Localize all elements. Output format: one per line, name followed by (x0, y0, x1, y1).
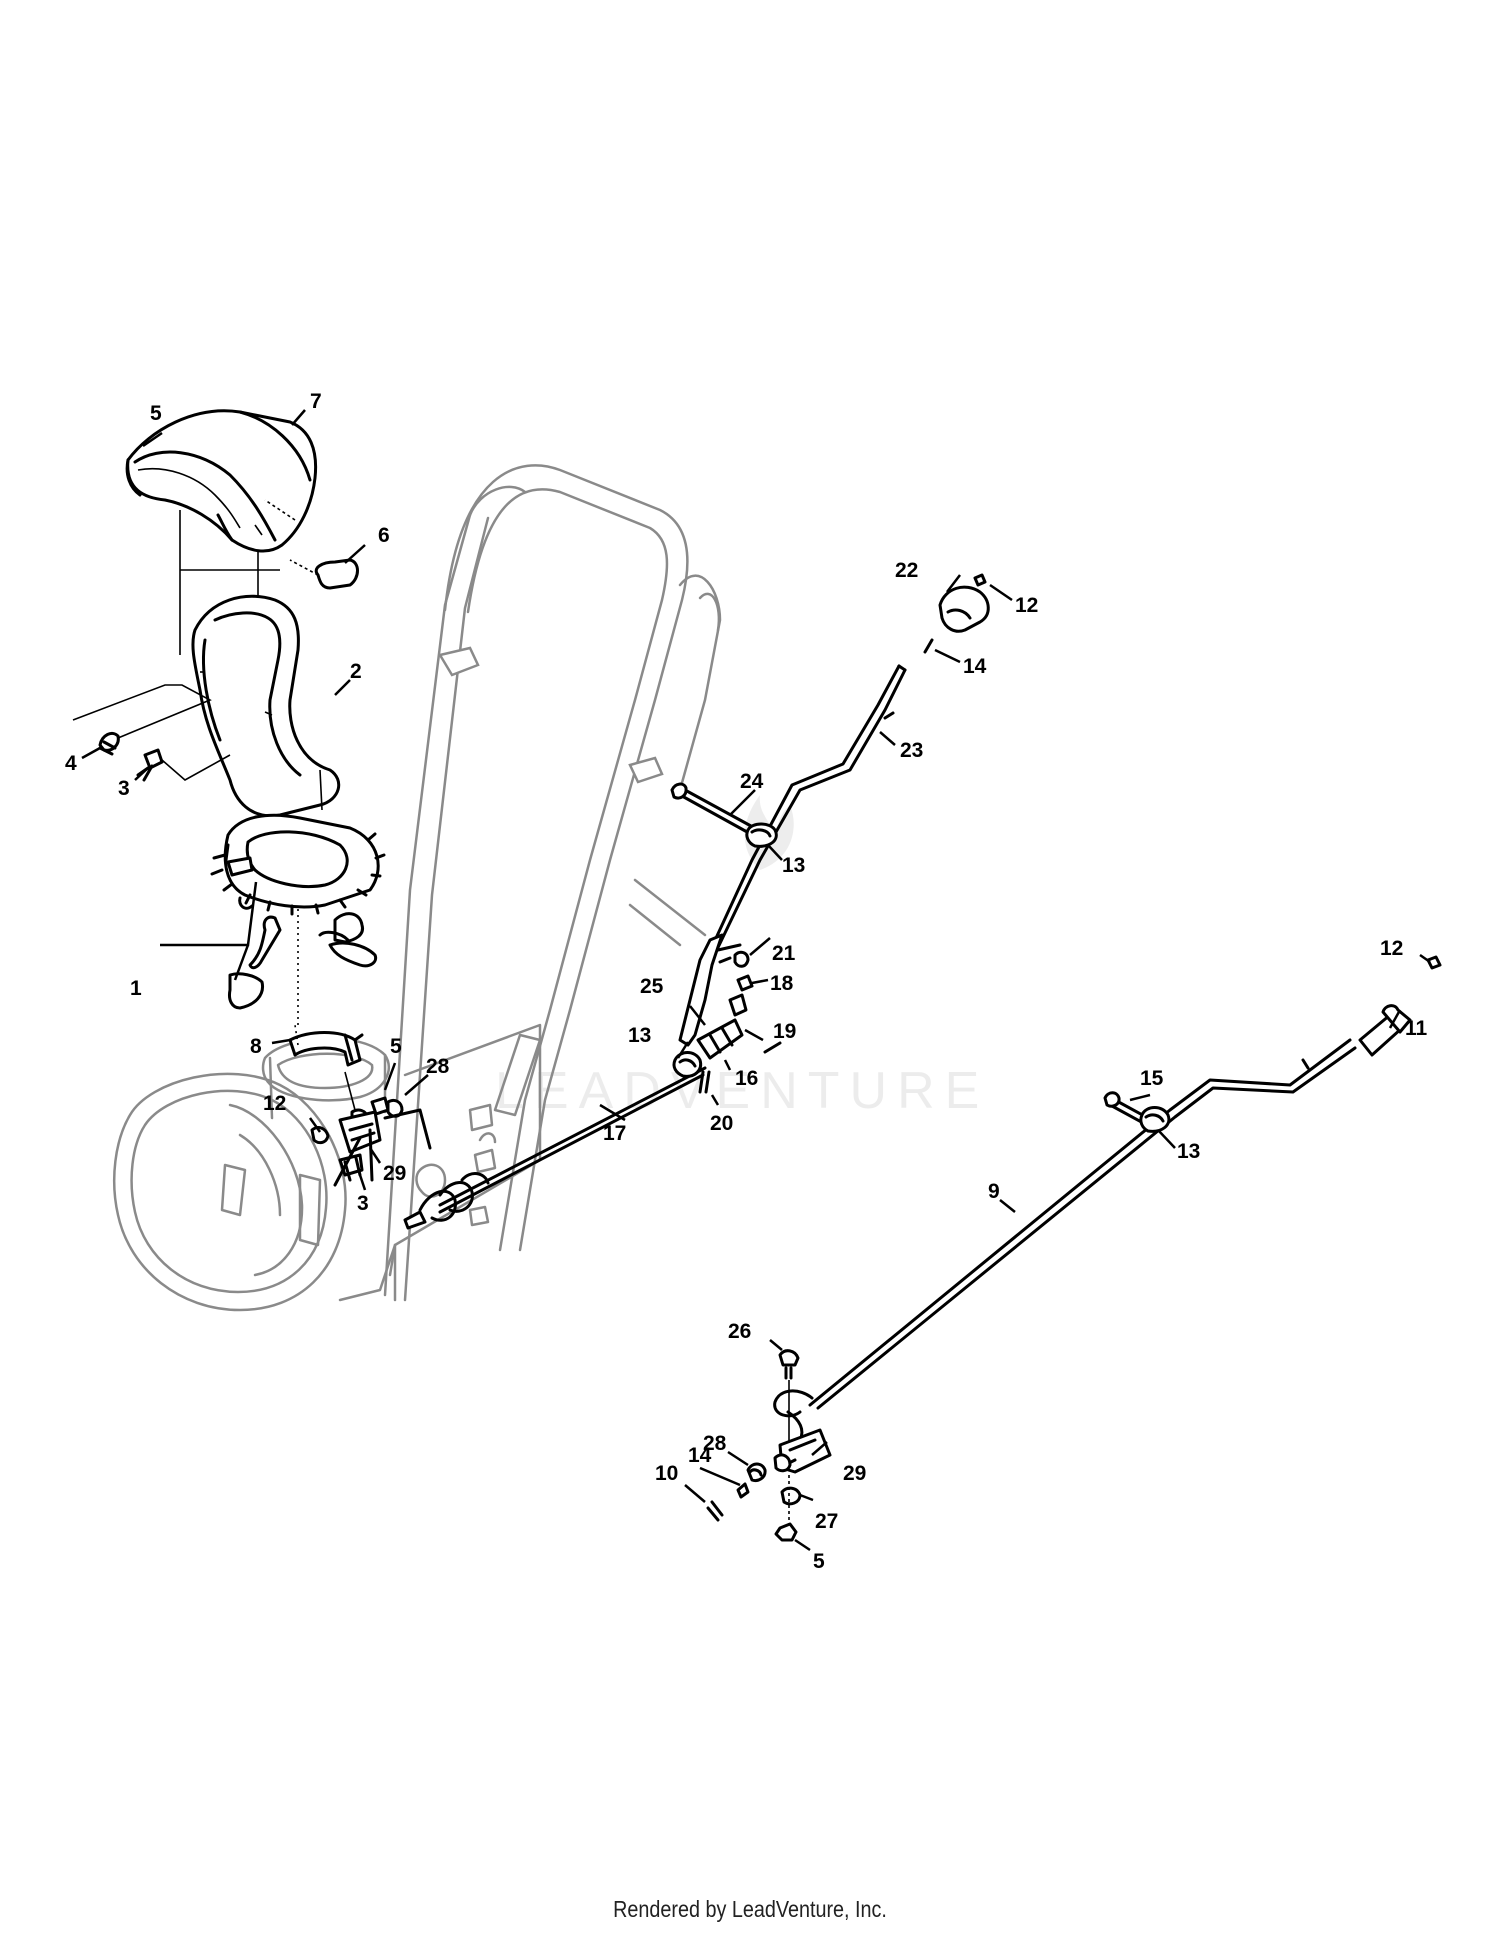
part-25-bracket (678, 933, 742, 1047)
callout-label: 12 (1015, 594, 1038, 617)
callout-label: 11 (1405, 1017, 1428, 1040)
callout-label: 15 (1140, 1067, 1164, 1090)
callout-label: 13 (782, 854, 805, 877)
callout-label: 23 (900, 739, 923, 762)
lower-left-bracket-group (310, 1071, 432, 1187)
part-13-grommet-right (1139, 1106, 1171, 1133)
callout-label: 17 (603, 1122, 626, 1145)
callout-label: 10 (655, 1462, 678, 1485)
callout-label: 28 (703, 1432, 727, 1455)
part-3-hex-bolt-upper (136, 748, 231, 782)
part-24-bolt (670, 782, 764, 840)
callout-labels: 1 2 3 3 4 5 5 5 6 7 8 9 10 11 12 12 12 1… (65, 390, 1428, 1573)
handle-frame-ghost (383, 464, 722, 1302)
leader-lines (81, 409, 1431, 1552)
part-22-knob (938, 585, 990, 633)
part-13-grommet-upper (745, 822, 778, 848)
part-6-wing-knob (289, 558, 359, 590)
callout-label: 5 (813, 1550, 825, 1573)
callout-label: 3 (118, 777, 130, 800)
callout-label: 19 (773, 1020, 796, 1043)
part-17-control-cable (403, 1066, 707, 1230)
callout-label: 4 (65, 752, 77, 775)
callout-label: 28 (426, 1055, 450, 1078)
callout-label: 18 (770, 972, 794, 995)
callout-label: 13 (628, 1024, 651, 1047)
callout-label: 27 (815, 1510, 838, 1533)
callout-label: 29 (843, 1462, 866, 1485)
part-21-screw (718, 950, 750, 968)
part-11-grip (1358, 1004, 1412, 1057)
callout-label: 26 (728, 1320, 751, 1343)
part-7-chute-deflector (125, 409, 318, 705)
callout-label: 29 (383, 1162, 406, 1185)
part-12-pin-top (973, 573, 987, 587)
callout-label: 5 (390, 1035, 402, 1058)
footer-credit: Rendered by LeadVenture, Inc. (613, 1896, 887, 1922)
callout-label: 21 (772, 942, 796, 965)
callout-label: 1 (130, 977, 142, 1000)
callout-label: 14 (688, 1444, 712, 1467)
part-13-grommet-middle (672, 1051, 703, 1078)
part-1-chute-clips (160, 881, 378, 1010)
part-20-pin (698, 1070, 711, 1094)
callout-label: 12 (1380, 937, 1403, 960)
callout-label: 6 (378, 524, 390, 547)
part-14-pin-top (923, 638, 934, 654)
callout-label: 22 (895, 559, 918, 582)
callout-label: 2 (350, 660, 362, 683)
part-23-upper-rod (703, 664, 907, 964)
callout-label: 14 (963, 655, 987, 678)
auger-housing-ghost (113, 1023, 542, 1312)
callout-label: 3 (357, 1192, 369, 1215)
callout-label: 5 (150, 402, 162, 425)
part-8-clip (288, 905, 364, 1067)
part-18-nut (736, 974, 754, 992)
callout-label: 9 (988, 1180, 1000, 1203)
callout-label: 13 (1177, 1140, 1200, 1163)
watermark-text: LEADVENTURE (495, 1062, 989, 1120)
callout-label: 25 (640, 975, 664, 998)
part-19-pin (763, 1041, 782, 1054)
callout-label: 7 (310, 390, 322, 413)
callout-label: 16 (735, 1067, 758, 1090)
callout-label: 8 (250, 1035, 262, 1058)
part-4-carriage-bolt (72, 684, 212, 756)
callout-label: 12 (263, 1092, 286, 1115)
part-12-pin-right (1426, 955, 1442, 970)
part-2-chute (191, 594, 386, 916)
callout-label: 20 (710, 1112, 733, 1135)
callout-label: 24 (740, 770, 764, 793)
lower-bracket-group (706, 1349, 832, 1542)
part-16-swivel (696, 993, 748, 1060)
